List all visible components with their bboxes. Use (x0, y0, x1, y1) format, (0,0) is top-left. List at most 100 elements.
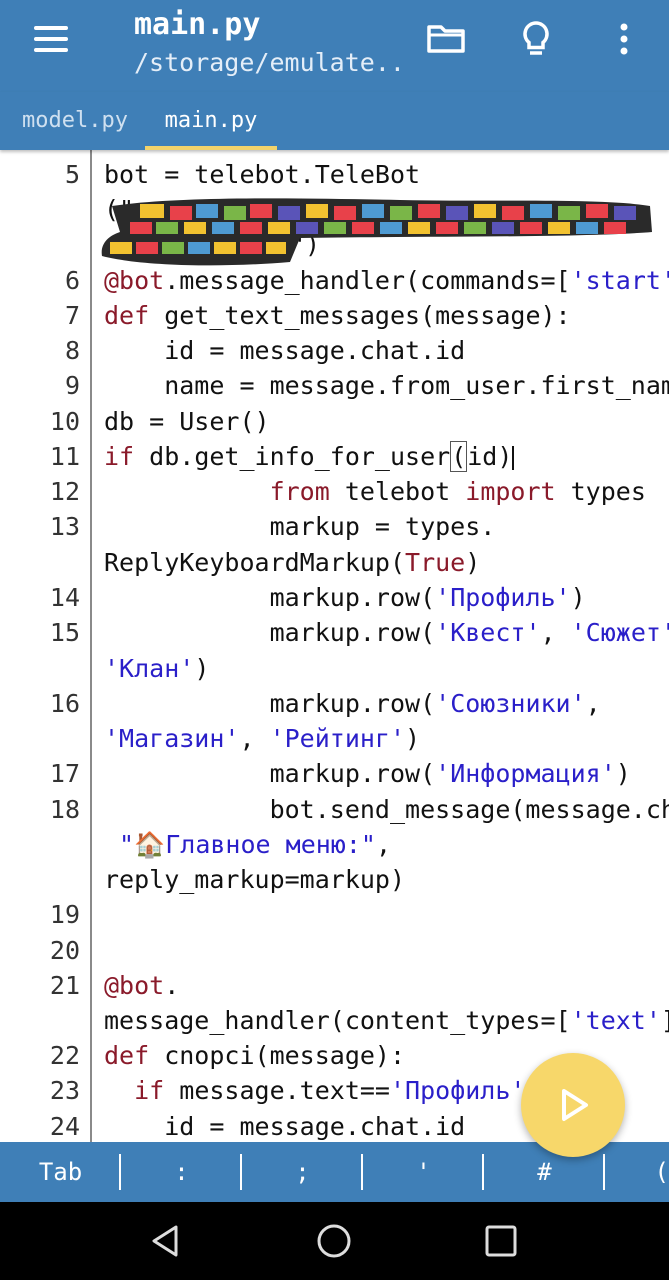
code-line: db = User() (104, 407, 270, 436)
line-number: 24 (49, 1112, 80, 1141)
code-text: telebot (329, 477, 466, 506)
back-icon[interactable] (146, 1221, 186, 1261)
code-text: ) (405, 724, 421, 753)
divider (240, 1154, 242, 1190)
code-line: markup.row('Информация') (104, 759, 631, 788)
system-nav-bar (0, 1202, 669, 1280)
code-text: markup.row( (104, 759, 436, 788)
folder-icon[interactable] (421, 14, 471, 64)
title-block: main.py /storage/emulate... (134, 6, 404, 82)
code-indent (104, 477, 270, 506)
code-keyword: from (269, 477, 330, 506)
symbol-key-paren[interactable]: ( (654, 1158, 669, 1186)
code-text: name = message.from_user.first_name (104, 371, 669, 400)
code-string: 'Профиль' (435, 583, 571, 612)
line-number: 20 (49, 936, 80, 965)
home-icon[interactable] (314, 1221, 354, 1261)
line-number: 5 (64, 160, 80, 189)
tab-model-py[interactable]: model.py (22, 92, 128, 150)
symbol-key-hash[interactable]: # (537, 1158, 552, 1186)
code-text: markup = types. (104, 512, 496, 541)
code-string: "🏠Главное меню:" (104, 830, 376, 859)
recents-icon[interactable] (481, 1221, 521, 1261)
code-text: id) (467, 442, 513, 471)
code-text: types (555, 477, 646, 506)
symbol-key-semicolon[interactable]: ; (295, 1158, 310, 1186)
code-line: markup.row('Союзники', (104, 689, 601, 718)
code-line: def cnopci(message): (104, 1041, 405, 1070)
code-line: 'Клан') (104, 654, 209, 683)
code-line: name = message.from_user.first_name (104, 371, 669, 400)
code-line: from telebot import types (104, 477, 646, 506)
line-number: 14 (49, 583, 80, 612)
code-string: 'Магазин' (104, 724, 240, 753)
gutter-divider (90, 150, 92, 1142)
code-text: db.get_info_for_user (134, 442, 451, 471)
line-number: 10 (49, 407, 80, 436)
code-text: , (585, 689, 601, 718)
code-string: 'text' (570, 1006, 661, 1035)
symbol-key-colon[interactable]: : (174, 1158, 189, 1186)
code-string: 'Профиль' (390, 1076, 526, 1105)
code-text: ) (615, 759, 631, 788)
code-editor[interactable]: 5 6 7 8 9 10 11 12 13 14 15 16 17 18 19 … (0, 150, 669, 1142)
code-text: ]) (661, 1006, 669, 1035)
code-text: markup.row( (104, 689, 436, 718)
code-line: def get_text_messages(message): (104, 301, 571, 330)
code-line: message_handler(content_types=['text']) (104, 1006, 669, 1035)
tab-main-py[interactable]: main.py (145, 92, 277, 150)
divider (603, 1154, 605, 1190)
code-text: message_handler(content_types=[ (104, 1006, 571, 1035)
menu-icon[interactable] (28, 22, 74, 56)
code-string: 'start' (570, 266, 669, 295)
matched-bracket: ( (450, 441, 468, 472)
code-text: db = User() (104, 407, 270, 436)
app-bar: main.py /storage/emulate... (0, 0, 669, 92)
code-line: id = message.chat.id (104, 1112, 465, 1141)
divider (119, 1154, 121, 1190)
code-line: if message.text=='Профиль': (104, 1076, 540, 1105)
tab-bar: model.py main.py (0, 92, 669, 150)
code-text: ReplyKeyboardMarkup( (104, 548, 406, 577)
text-caret (512, 446, 515, 470)
code-text: ) (465, 548, 481, 577)
line-number: 8 (64, 336, 80, 365)
line-number: 18 (49, 795, 80, 824)
tab-label: model.py (22, 108, 128, 133)
code-line: markup = types. (104, 512, 496, 541)
code-text: markup.row( (104, 618, 436, 647)
symbol-key-quote[interactable]: ' (416, 1158, 431, 1186)
code-string: 'Квест' (435, 618, 541, 647)
code-text: get_text_messages(message): (149, 301, 571, 330)
code-string: 'Сюжет' (570, 618, 669, 647)
code-line: @bot. (104, 971, 179, 1000)
code-line: ReplyKeyboardMarkup(True) (104, 548, 480, 577)
more-vert-icon[interactable] (599, 14, 649, 64)
line-number: 13 (49, 512, 80, 541)
line-number: 21 (49, 971, 80, 1000)
code-keyword: import (465, 477, 556, 506)
code-string: 'Информация' (435, 759, 616, 788)
code-text: cnopci(message): (149, 1041, 406, 1070)
code-text: markup.row( (104, 583, 436, 612)
file-path: /storage/emulate... (134, 48, 404, 77)
play-icon (562, 1089, 588, 1121)
code-line: bot.send_message(message.chat.id, (104, 795, 669, 824)
code-text (104, 1076, 134, 1105)
line-number: 7 (64, 301, 80, 330)
symbol-key-tab[interactable]: Tab (38, 1158, 83, 1186)
redaction-scribble-icon (101, 198, 652, 266)
run-button[interactable] (521, 1053, 625, 1157)
code-text: , (375, 830, 392, 859)
code-keyword: True (405, 548, 466, 577)
code-string: 'Союзники' (435, 689, 586, 718)
divider (361, 1154, 363, 1190)
divider (482, 1154, 484, 1190)
code-text: , (540, 618, 571, 647)
lightbulb-icon[interactable] (511, 14, 561, 64)
code-line: id = message.chat.id (104, 336, 465, 365)
code-keyword: if (134, 1076, 165, 1105)
code-keyword: @bot (104, 266, 165, 295)
tab-label: main.py (164, 108, 258, 133)
code-text: id = message.chat.id (104, 1112, 466, 1141)
